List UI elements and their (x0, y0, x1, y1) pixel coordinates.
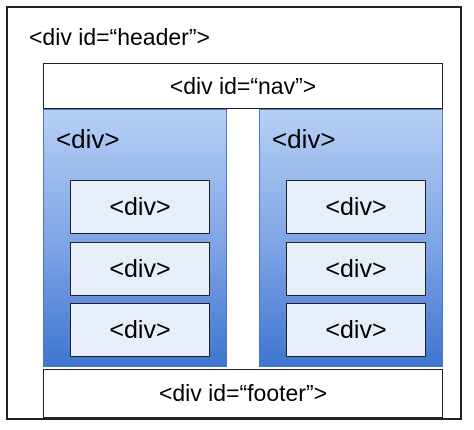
nav-label: <div id=“nav”> (169, 72, 317, 99)
left-column-label: <div> (56, 124, 120, 154)
right-inner-box-3-label: <div> (325, 315, 387, 344)
right-inner-box-3: <div> (286, 303, 426, 357)
right-inner-box-1: <div> (286, 180, 426, 234)
left-inner-box-2: <div> (70, 242, 210, 296)
right-inner-box-1-label: <div> (325, 192, 387, 221)
right-column: <div> <div> <div> <div> (259, 109, 443, 367)
nav-box: <div id=“nav”> (43, 63, 443, 109)
footer-label: <div id=“footer”> (158, 380, 328, 406)
right-inner-box-2: <div> (286, 242, 426, 296)
left-inner-box-3: <div> (70, 303, 210, 357)
left-inner-box-1-label: <div> (109, 192, 171, 221)
left-inner-box-3-label: <div> (109, 315, 171, 344)
header-label: <div id=“header”> (29, 24, 210, 50)
right-inner-box-2-label: <div> (325, 254, 387, 283)
footer-box: <div id=“footer”> (43, 369, 443, 418)
left-inner-box-2-label: <div> (109, 254, 171, 283)
left-inner-box-1: <div> (70, 180, 210, 234)
left-column: <div> <div> <div> <div> (43, 109, 227, 367)
right-column-label: <div> (272, 124, 336, 154)
header-container: <div id=“header”> <div id=“nav”> <div> <… (6, 6, 462, 420)
